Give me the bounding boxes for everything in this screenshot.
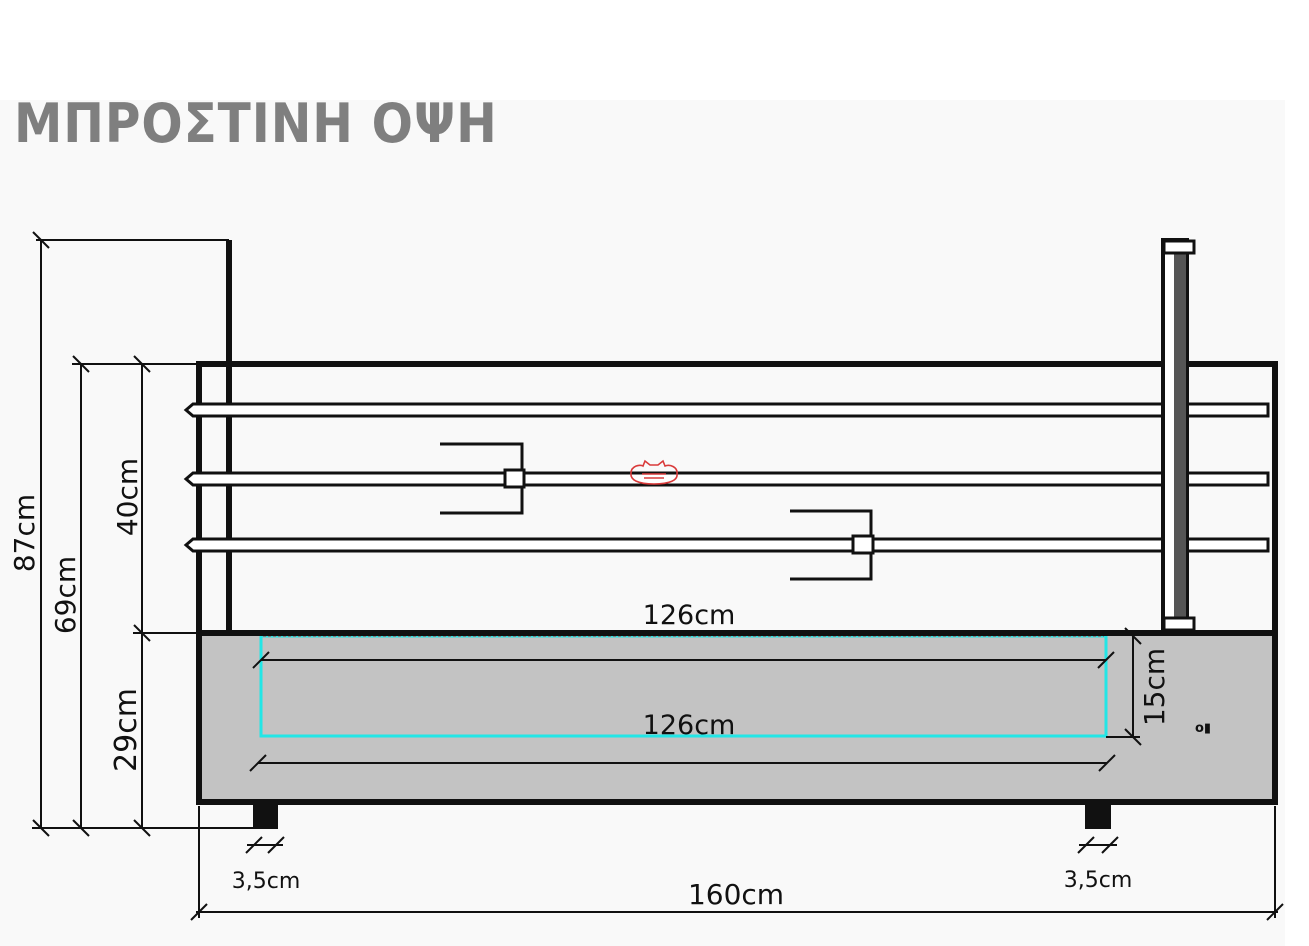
drawer-height-label: 15cm <box>1138 648 1171 726</box>
page-title: ΜΠΡΟΣΤΙΝΗ ΟΨΗ <box>14 92 498 155</box>
drawer-outer-width-label: 126cm <box>643 710 736 741</box>
right-leg-width-label: 3,5cm <box>1064 868 1133 893</box>
left-leg <box>253 803 278 829</box>
bed-height-label: 69cm <box>49 556 82 634</box>
right-leg <box>1085 803 1111 829</box>
ladder-post <box>1161 238 1196 632</box>
drawer-inner-width-label: 126cm <box>643 600 736 631</box>
rail-bars <box>183 402 1270 553</box>
base-height-label: 29cm <box>109 688 144 772</box>
guard-frame <box>196 361 1278 636</box>
guard-height-label: 40cm <box>111 458 144 536</box>
left-leg-width-label: 3,5cm <box>232 869 301 894</box>
overall-height-label: 87cm <box>8 494 41 572</box>
clamp-right <box>790 509 875 581</box>
horizontal-dimensions <box>190 651 1284 921</box>
drawer-knob-label: o▮ <box>1195 721 1211 736</box>
clamp-left <box>440 442 526 515</box>
vertical-dimensions <box>32 231 1142 837</box>
cat-face-icon <box>630 459 678 485</box>
total-width-label: 160cm <box>688 878 784 911</box>
bed-base <box>196 630 1278 805</box>
